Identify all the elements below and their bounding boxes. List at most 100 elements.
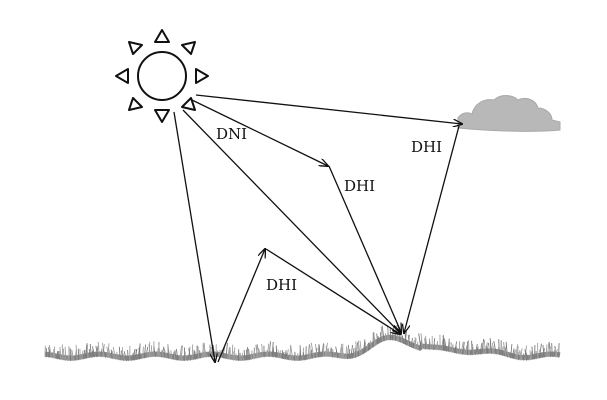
grass-blade: [256, 344, 260, 359]
grass-blade: [71, 349, 75, 361]
grass-blade: [285, 351, 289, 361]
grass-blade: [143, 344, 147, 359]
grass-blade: [233, 351, 236, 361]
grass-blade: [153, 346, 156, 358]
grass-blade: [542, 344, 545, 358]
grass-blade: [354, 349, 357, 358]
grass-blade: [289, 345, 292, 361]
ray-cloud-to-ground: [404, 125, 460, 333]
grass-blade: [226, 347, 230, 360]
grass-blade: [161, 349, 164, 358]
grass-blade: [539, 349, 542, 359]
grass-blade: [498, 339, 500, 356]
grass-blade: [203, 348, 208, 358]
grass-blade: [243, 349, 246, 361]
grass-blade: [52, 349, 55, 359]
grass-blade: [327, 348, 329, 358]
grass-blade: [229, 347, 232, 360]
grass-blade: [485, 346, 489, 355]
grass-blade: [380, 326, 384, 342]
grass-blade: [163, 348, 168, 359]
grass-blade: [294, 352, 297, 362]
grass-blade: [479, 343, 483, 355]
ray-sun-to-ground-left: [173, 111, 215, 362]
grass-blade: [150, 345, 153, 358]
grass-blade: [436, 343, 440, 351]
grass-blade: [510, 344, 513, 359]
grass-blade: [506, 349, 510, 358]
grass-blade: [194, 351, 196, 360]
grass-blade: [309, 344, 312, 360]
grass-blade: [48, 344, 52, 358]
grass-blade: [265, 349, 268, 358]
grass-blade: [102, 349, 107, 358]
grass-blade: [486, 342, 490, 354]
grass-blade: [158, 342, 161, 358]
grass-blade: [329, 348, 332, 358]
grass-blade: [471, 340, 473, 356]
grass-blade: [231, 344, 234, 361]
grass-blade: [386, 324, 390, 341]
grass-blade: [64, 346, 67, 361]
grass-blade: [442, 335, 446, 352]
grass-blade: [418, 333, 422, 349]
grass-blade: [357, 340, 361, 356]
grass-blade: [180, 353, 184, 362]
grass-blade: [414, 336, 417, 350]
grass-blade: [330, 347, 334, 358]
grass-blade: [95, 345, 99, 358]
grass-blade: [489, 338, 492, 354]
grass-blade: [546, 343, 550, 358]
grass-blade: [239, 353, 241, 362]
grass-blade: [497, 347, 500, 355]
grass-blade: [519, 348, 523, 361]
grass-blade: [447, 338, 450, 352]
grass-blade: [401, 335, 404, 344]
grass-blade: [373, 332, 376, 347]
grass-blade: [524, 349, 528, 361]
ray-reflected-to-ground: [265, 248, 400, 334]
grass-blade: [247, 347, 249, 361]
grass-blade: [167, 343, 171, 360]
grass-blade: [118, 346, 121, 361]
grass-blade: [188, 348, 192, 361]
grass-blade: [111, 350, 115, 360]
ray-sun-to-sky: [191, 99, 328, 166]
grass-blade: [146, 350, 148, 358]
grass-blade: [514, 344, 519, 360]
grass-blade: [377, 336, 380, 344]
grass-blade: [345, 346, 348, 360]
grass-blade: [529, 350, 532, 361]
cloud-icon: [457, 95, 561, 132]
grass-blade: [88, 348, 91, 358]
grass-blade: [100, 348, 103, 358]
grass-blade: [491, 342, 496, 355]
grass-blade: [503, 342, 507, 357]
grass-blade: [239, 352, 243, 362]
grass-blade: [127, 349, 129, 362]
grass-blade: [335, 346, 339, 359]
grass-blade: [156, 347, 159, 358]
sun-icon: [115, 29, 209, 123]
grass-blade: [318, 345, 321, 358]
grass-blade: [551, 343, 553, 358]
grass-blade: [410, 337, 413, 348]
grass-blade: [199, 350, 201, 359]
grass-blade: [106, 343, 110, 358]
grass-blade: [327, 347, 331, 358]
grass-blade: [362, 339, 366, 355]
grass-blade: [502, 346, 504, 356]
grass-blade: [321, 343, 324, 358]
grass-blade: [376, 333, 379, 345]
grass-blade: [91, 350, 94, 358]
grass-blade: [107, 347, 112, 359]
grass-blade: [299, 345, 302, 361]
grass-blade: [357, 342, 360, 357]
grass-blade: [197, 346, 200, 359]
ray-direct-normal: [182, 109, 401, 334]
grass-blade: [525, 352, 529, 361]
grass-blade: [340, 347, 343, 359]
grass-blade: [306, 344, 310, 360]
grass-blade: [441, 339, 444, 351]
grass-blade: [271, 341, 274, 358]
